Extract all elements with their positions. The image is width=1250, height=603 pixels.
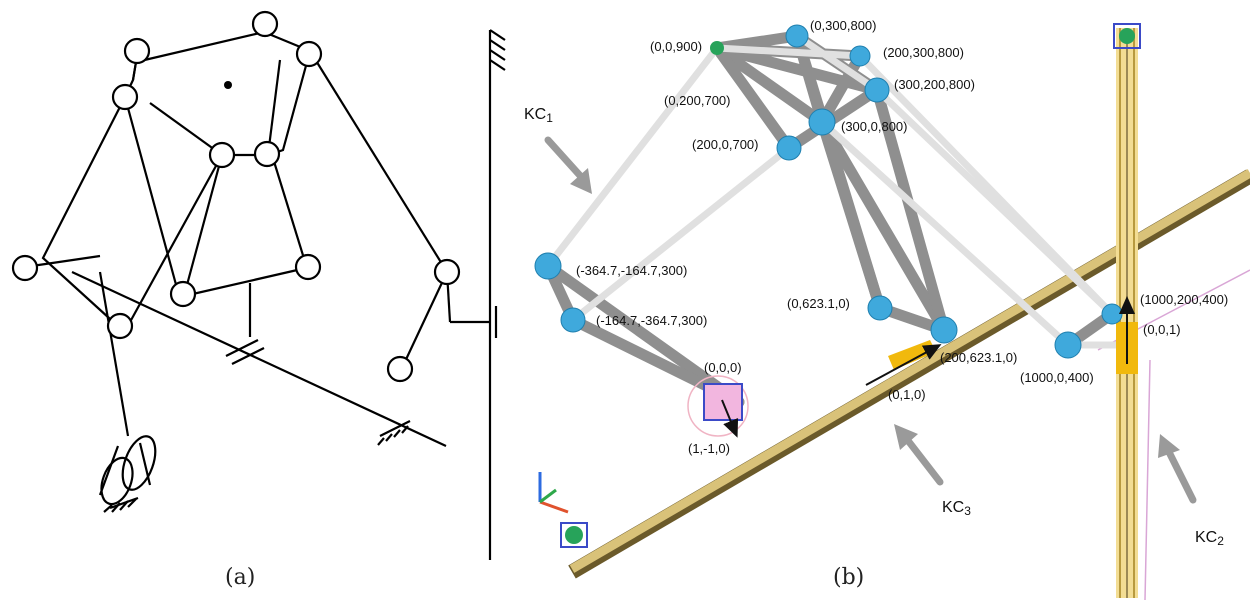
joint-circle bbox=[386, 355, 414, 383]
kc3-label: KC3 bbox=[942, 499, 971, 518]
caption-a: (a) bbox=[225, 565, 255, 590]
inner-link-2 bbox=[149, 102, 223, 156]
inclined-ground-bar bbox=[71, 271, 447, 447]
coord-label: (300,0,800) bbox=[841, 119, 908, 134]
schematic-joints bbox=[11, 10, 461, 383]
kc-pointer-arrows bbox=[544, 136, 1197, 504]
kc2-arrow bbox=[1164, 446, 1197, 504]
coord-label: (0,0,900) bbox=[650, 39, 702, 54]
coord-label: (300,200,800) bbox=[894, 77, 975, 92]
coord-label: (-164.7,-364.7,300) bbox=[596, 313, 707, 328]
coordinate-labels: (0,0,900) (0,300,800) (200,300,800) (300… bbox=[576, 18, 1228, 456]
joint-sphere bbox=[864, 77, 890, 103]
cylinder-end bbox=[121, 435, 157, 491]
joint-sphere bbox=[849, 45, 871, 67]
coord-label: (0,623.1,0) bbox=[787, 296, 850, 311]
joint-circle bbox=[106, 312, 134, 340]
joint-circle bbox=[208, 141, 236, 169]
schematic-mechanism bbox=[24, 29, 506, 560]
joint-sphere bbox=[534, 252, 562, 280]
kc3-arrow bbox=[902, 434, 944, 486]
caption-b: (b) bbox=[833, 565, 864, 590]
coord-label: (-364.7,-164.7,300) bbox=[576, 263, 687, 278]
joint-sphere bbox=[930, 316, 958, 344]
coord-label: (0,1,0) bbox=[888, 387, 926, 402]
coord-label: (200,0,700) bbox=[692, 137, 759, 152]
model-joints bbox=[534, 24, 1123, 359]
upper-platform-link bbox=[135, 30, 312, 158]
coord-label: (1000,200,400) bbox=[1140, 292, 1228, 307]
joint-sphere bbox=[867, 295, 893, 321]
coord-label: (1,-1,0) bbox=[688, 441, 730, 456]
base-block-kc1 bbox=[687, 375, 749, 437]
joint-sphere bbox=[1101, 303, 1123, 325]
arrow-0-1-0 bbox=[865, 344, 942, 386]
direction-arrows bbox=[721, 296, 1135, 438]
joint-sphere bbox=[808, 108, 836, 136]
coord-label: (200,300,800) bbox=[883, 45, 964, 60]
joint-circle bbox=[11, 254, 39, 282]
joint-circle bbox=[253, 140, 281, 168]
joint-circle bbox=[433, 258, 461, 286]
joint-circle bbox=[169, 280, 197, 308]
coord-label: (0,200,700) bbox=[664, 93, 731, 108]
inner-link-1 bbox=[123, 96, 180, 293]
joint-circle bbox=[294, 253, 322, 281]
arrow-1-m1-0 bbox=[721, 399, 739, 438]
joint-sphere bbox=[776, 135, 802, 161]
joint-sphere bbox=[1054, 331, 1082, 359]
joint-circle bbox=[123, 37, 151, 65]
joint-sphere bbox=[560, 307, 586, 333]
kc1-label: KC1 bbox=[524, 106, 553, 125]
fixed-joint-top bbox=[710, 41, 724, 55]
model-links bbox=[542, 30, 1124, 408]
joint-sphere bbox=[785, 24, 809, 48]
kc1-arrow bbox=[544, 136, 588, 184]
joint-circle bbox=[251, 10, 279, 38]
kc2-label: KC2 bbox=[1195, 529, 1224, 548]
coord-label: (1000,0,400) bbox=[1020, 370, 1094, 385]
joint-circle bbox=[295, 40, 323, 68]
coord-label: (0,0,0) bbox=[704, 360, 742, 375]
base-block-kc2 bbox=[1113, 23, 1141, 49]
coord-label: (0,0,1) bbox=[1143, 322, 1181, 337]
coord-label: (200,623.1,0) bbox=[940, 350, 1017, 365]
coord-label: (0,300,800) bbox=[810, 18, 877, 33]
base-block-kc3 bbox=[560, 522, 588, 548]
joint-circle bbox=[111, 83, 139, 111]
center-point-marker bbox=[224, 81, 232, 89]
axis-triad-icon bbox=[538, 472, 569, 514]
